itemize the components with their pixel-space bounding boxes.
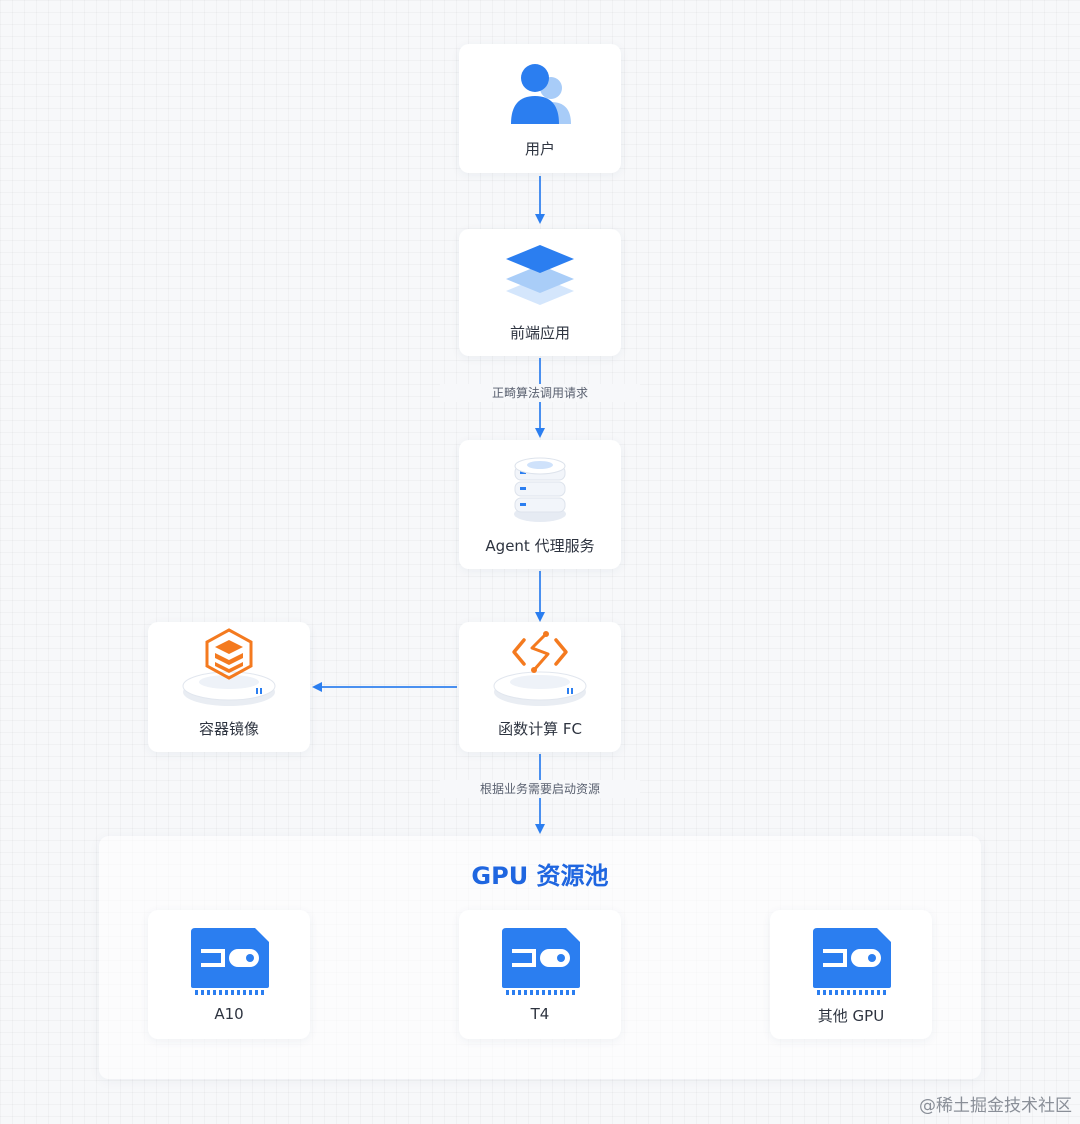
node-user[interactable]: 用户 xyxy=(459,44,621,173)
gpu-item-t4[interactable]: T4 xyxy=(459,910,621,1039)
gpu-item-a10[interactable]: A10 xyxy=(148,910,310,1039)
gpu-pool-title: GPU 资源池 xyxy=(471,862,609,890)
node-fc[interactable]: 函数计算 FC xyxy=(459,622,621,752)
gpu-item-label: A10 xyxy=(214,1005,244,1023)
gpu-chip-icon xyxy=(502,928,580,995)
gpu-chip-icon xyxy=(813,928,891,995)
layers-icon xyxy=(506,245,574,305)
gpu-item-label: 其他 GPU xyxy=(817,1007,885,1025)
edge-label-frontend-agent: 正畸算法调用请求 xyxy=(440,384,640,402)
gpu-chip-icon xyxy=(191,928,269,995)
node-container[interactable]: 容器镜像 xyxy=(148,622,310,752)
node-agent[interactable]: Agent 代理服务 xyxy=(459,440,621,569)
gpu-item-label: T4 xyxy=(530,1005,550,1023)
user-icon xyxy=(511,64,571,124)
node-fc-label: 函数计算 FC xyxy=(498,720,582,738)
function-compute-icon xyxy=(493,631,587,706)
edge-label-fc-pool: 根据业务需要启动资源 xyxy=(440,780,640,798)
server-stack-icon xyxy=(514,457,566,522)
node-frontend-label: 前端应用 xyxy=(509,324,570,342)
node-frontend[interactable]: 前端应用 xyxy=(459,229,621,356)
gpu-item-other[interactable]: 其他 GPU xyxy=(770,910,932,1039)
node-container-label: 容器镜像 xyxy=(198,720,259,738)
watermark: @稀土掘金技术社区 xyxy=(919,1096,1072,1116)
node-user-label: 用户 xyxy=(524,140,555,158)
node-agent-label: Agent 代理服务 xyxy=(485,537,595,555)
container-image-icon xyxy=(182,628,276,706)
